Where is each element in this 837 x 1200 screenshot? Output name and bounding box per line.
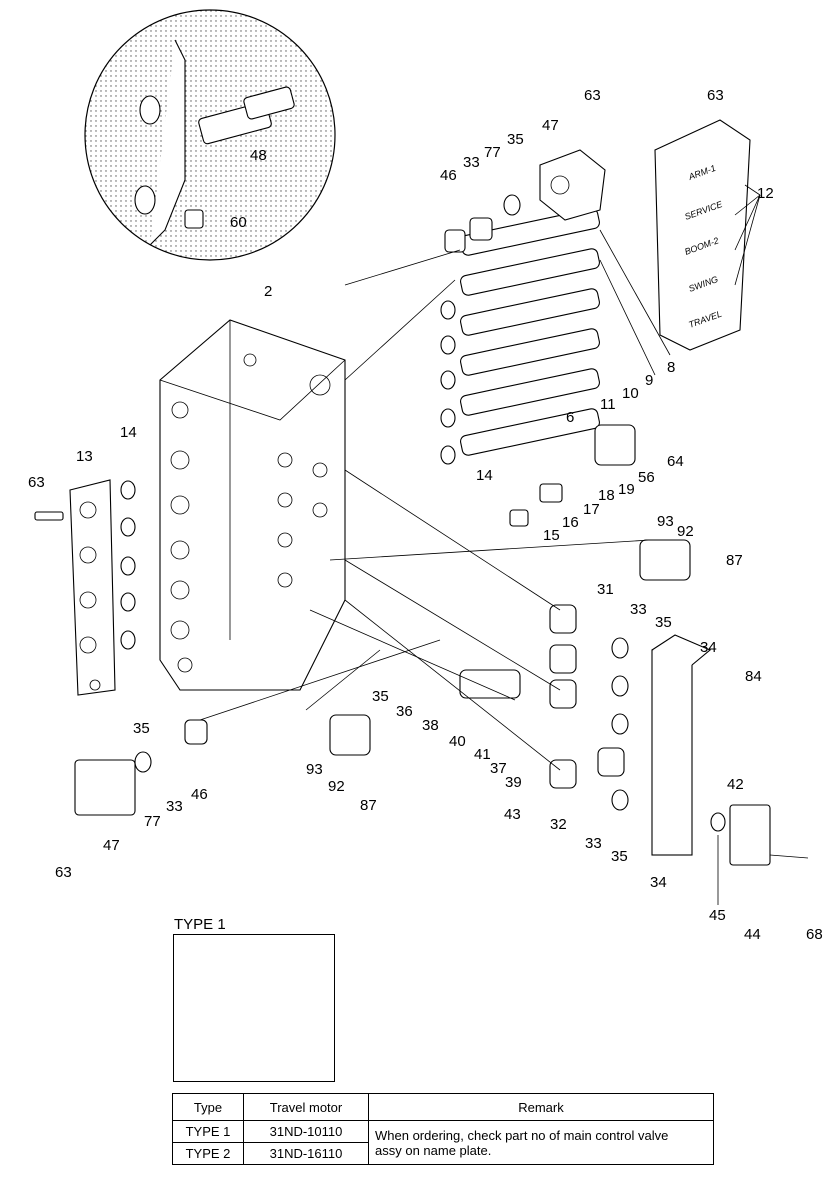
callout-2: 2 bbox=[264, 283, 272, 300]
callout-36: 36 bbox=[396, 703, 413, 720]
callout-6: 6 bbox=[566, 409, 574, 426]
callout-39: 39 bbox=[505, 774, 522, 791]
detail-circle-view bbox=[84, 9, 336, 261]
table-cell-type: TYPE 2 bbox=[172, 1142, 244, 1165]
cover-47-top bbox=[444, 149, 606, 253]
callout-56: 56 bbox=[638, 469, 655, 486]
callout-35: 35 bbox=[372, 688, 389, 705]
type-inset-label: TYPE 1 bbox=[174, 916, 226, 933]
callout-16: 16 bbox=[562, 514, 579, 531]
callout-40: 40 bbox=[449, 733, 466, 750]
name-plate-stack: ARM-1 SERVICE BOOM-2 SWING TRAVEL bbox=[654, 119, 751, 351]
travel-motor-table: Type Travel motor Remark TYPE 1 31ND-101… bbox=[172, 1093, 714, 1165]
table-row: TYPE 2 31ND-16110 bbox=[172, 1142, 714, 1165]
callout-33: 33 bbox=[630, 601, 647, 618]
table-header-remark: Remark bbox=[368, 1093, 714, 1121]
callout-35: 35 bbox=[611, 848, 628, 865]
table-cell-motor: 31ND-10110 bbox=[243, 1120, 369, 1143]
callout-46: 46 bbox=[440, 167, 457, 184]
table-header-type: Type bbox=[172, 1093, 244, 1121]
callout-68: 68 bbox=[806, 926, 823, 943]
callout-42: 42 bbox=[727, 776, 744, 793]
callout-47: 47 bbox=[103, 837, 120, 854]
callout-35: 35 bbox=[655, 614, 672, 631]
callout-11: 11 bbox=[600, 396, 616, 413]
callout-14: 14 bbox=[476, 467, 493, 484]
callout-9: 9 bbox=[645, 372, 653, 389]
callout-8: 8 bbox=[667, 359, 675, 376]
callout-92: 92 bbox=[328, 778, 345, 795]
callout-93: 93 bbox=[306, 761, 323, 778]
callout-35: 35 bbox=[133, 720, 150, 737]
callout-41: 41 bbox=[474, 746, 491, 763]
callout-34: 34 bbox=[650, 874, 667, 891]
callout-34: 34 bbox=[700, 639, 717, 656]
callout-48: 48 bbox=[250, 147, 267, 164]
callout-37: 37 bbox=[490, 760, 507, 777]
callout-31: 31 bbox=[597, 581, 614, 598]
callout-18: 18 bbox=[598, 487, 615, 504]
callout-19: 19 bbox=[618, 481, 635, 498]
right-lower-cluster bbox=[74, 424, 771, 866]
table-row: TYPE 1 31ND-10110 When ordering, check p… bbox=[172, 1120, 714, 1165]
main-valve-body bbox=[159, 319, 346, 691]
table-header-row: Type Travel motor Remark bbox=[172, 1093, 714, 1121]
callout-63: 63 bbox=[28, 474, 45, 491]
callout-44: 44 bbox=[744, 926, 761, 943]
callout-35: 35 bbox=[507, 131, 524, 148]
callout-14: 14 bbox=[120, 424, 137, 441]
type-inset-frame bbox=[173, 934, 335, 1082]
left-cap-group bbox=[34, 479, 136, 696]
leader-lines bbox=[199, 184, 809, 905]
callout-15: 15 bbox=[543, 527, 560, 544]
remark-line-1: When ordering, check part no of main con… bbox=[375, 1127, 669, 1143]
spool-group bbox=[460, 208, 600, 456]
callout-33: 33 bbox=[585, 835, 602, 852]
callout-93: 93 bbox=[657, 513, 674, 530]
callout-60: 60 bbox=[230, 214, 247, 231]
callout-47: 47 bbox=[542, 117, 559, 134]
spool-o-rings bbox=[440, 300, 456, 465]
callout-64: 64 bbox=[667, 453, 684, 470]
table-cell-remark: When ordering, check part no of main con… bbox=[368, 1120, 714, 1165]
callout-46: 46 bbox=[191, 786, 208, 803]
callout-92: 92 bbox=[677, 523, 694, 540]
callout-77: 77 bbox=[144, 813, 161, 830]
callout-63: 63 bbox=[584, 87, 601, 104]
table-cell-motor: 31ND-16110 bbox=[243, 1142, 369, 1165]
callout-33: 33 bbox=[166, 798, 183, 815]
table-header-travel-motor: Travel motor bbox=[243, 1093, 369, 1121]
table-cell-type: TYPE 1 bbox=[172, 1120, 244, 1143]
callout-77: 77 bbox=[484, 144, 501, 161]
callout-45: 45 bbox=[709, 907, 726, 924]
callout-87: 87 bbox=[360, 797, 377, 814]
callout-32: 32 bbox=[550, 816, 567, 833]
callout-87: 87 bbox=[726, 552, 743, 569]
callout-63: 63 bbox=[55, 864, 72, 881]
callout-43: 43 bbox=[504, 806, 521, 823]
callouts: 48 60 63 47 35 77 33 46 63 12 2 8 9 10 1… bbox=[28, 87, 823, 943]
callout-63: 63 bbox=[707, 87, 724, 104]
callout-84: 84 bbox=[745, 668, 762, 685]
callout-17: 17 bbox=[583, 501, 600, 518]
callout-12: 12 bbox=[757, 185, 774, 202]
callout-13: 13 bbox=[76, 448, 93, 465]
remark-line-2: assy on name plate. bbox=[375, 1142, 492, 1158]
callout-38: 38 bbox=[422, 717, 439, 734]
callout-33: 33 bbox=[463, 154, 480, 171]
callout-10: 10 bbox=[622, 385, 639, 402]
